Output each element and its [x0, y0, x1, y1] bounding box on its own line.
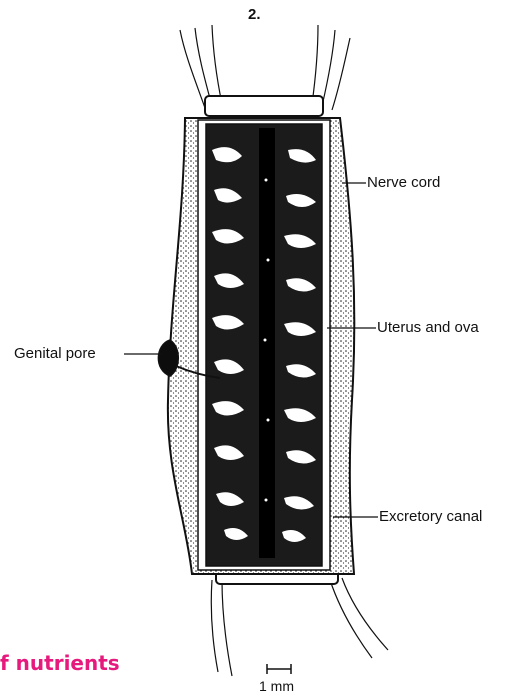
scale-bar-label: 1 mm — [259, 678, 294, 694]
cropped-caption: f nutrients — [0, 651, 120, 675]
lower-segment-strands — [211, 578, 388, 676]
label-uterus-and-ova: Uterus and ova — [377, 319, 479, 337]
top-junction-band — [205, 96, 323, 116]
uterine-stem — [259, 128, 275, 558]
figure-number: 2. — [248, 6, 261, 23]
label-nerve-cord: Nerve cord — [367, 174, 440, 192]
label-excretory-canal: Excretory canal — [379, 508, 482, 526]
label-genital-pore: Genital pore — [14, 345, 96, 363]
genital-pore-bulge — [158, 340, 178, 376]
scale-bar — [267, 664, 291, 674]
